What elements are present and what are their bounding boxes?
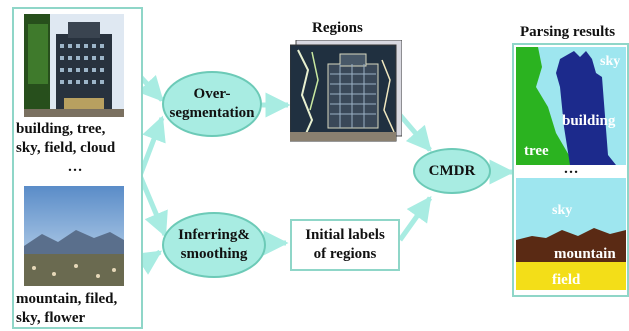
parsing-bottom-field-label: field [552,272,581,288]
parsing-results-title: Parsing results [520,24,616,40]
cmdr-node: CMDR [413,148,491,194]
parsing-top-sky-label: sky [600,54,620,69]
parsing-result-top: sky building tree [516,47,626,165]
regions-image [290,40,402,142]
cmdr-label: CMDR [428,162,476,179]
parsing-bottom-mountain-label: mountain [554,246,616,262]
inferring-line2: smoothing [180,246,248,262]
mountain-photo [24,186,124,286]
image1-caption: building, tree, sky, field, cloud … [16,120,142,177]
regions-title: Regions [312,20,363,36]
initial-labels-line1: Initial labels [305,227,385,243]
arrow-regions-cmdr [398,113,432,152]
inferring-line1: Inferring& [178,227,250,243]
image1-caption-line1: building, tree, [16,121,106,137]
oversegmentation-node: Over- segmentation [162,71,262,137]
initial-labels-line2: of regions [313,246,377,262]
inferring-smoothing-node: Inferring& smoothing [162,212,266,278]
parsing-result-bottom: sky mountain field [516,178,626,290]
arrow-labels-cmdr [397,195,433,242]
input-ellipsis: … [67,159,83,175]
parsing-bottom-sky-label: sky [552,203,572,218]
image2-caption: mountain, filed, sky, flower [16,290,142,328]
image2-caption-line2: sky, flower [16,310,86,326]
parsing-ellipsis: … [563,161,579,177]
image1-caption-line2: sky, field, cloud [16,140,116,156]
initial-labels-node: Initial labels of regions [290,219,400,271]
parsing-top-building-label: building [562,113,616,129]
image2-caption-line1: mountain, filed, [16,291,118,307]
oversegmentation-line1: Over- [193,86,231,102]
parsing-top-tree-label: tree [524,143,549,159]
oversegmentation-line2: segmentation [169,105,255,121]
building-photo [24,14,124,117]
